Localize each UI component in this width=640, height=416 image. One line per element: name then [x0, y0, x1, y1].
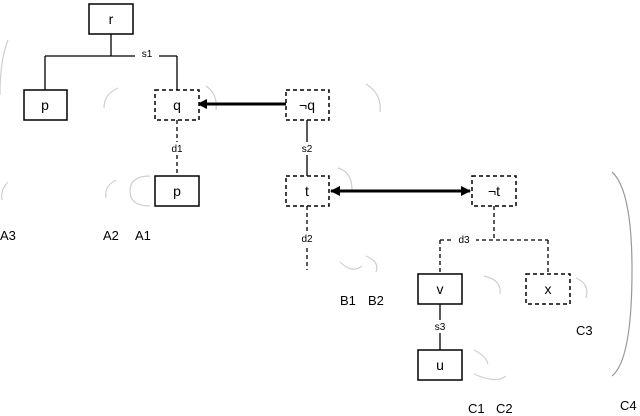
node-q[interactable]: q: [154, 89, 200, 121]
bracket-c1: [473, 349, 489, 365]
node-x[interactable]: x: [525, 273, 571, 305]
node-v[interactable]: v: [417, 273, 463, 305]
group-label-c3: C3: [576, 323, 593, 338]
bracket-q-right: [205, 85, 217, 111]
node-not-q[interactable]: ¬q: [285, 89, 330, 121]
bracket-a2-lower: [105, 179, 117, 199]
node-t-label: t: [305, 183, 309, 199]
group-label-b1: B1: [340, 293, 356, 308]
group-label-a2: A2: [103, 228, 119, 243]
bracket-x-right: [575, 277, 588, 299]
bracket-v-right: [483, 275, 501, 295]
edge-labels: s1 d1 s2 d2 d3 s3: [135, 47, 476, 333]
bracket-a3-left-lower: [1, 181, 9, 201]
group-label-c2: C2: [496, 401, 513, 416]
group-label-b2: B2: [368, 293, 384, 308]
node-not-t[interactable]: ¬t: [471, 175, 517, 207]
bracket-c2: [473, 373, 507, 381]
bracket-a3-left: [0, 39, 9, 96]
node-q-label: q: [173, 97, 181, 113]
edge-label-d1: d1: [171, 144, 183, 155]
bracket-notq-right: [365, 83, 381, 113]
bracket-a2-top: [103, 87, 119, 109]
node-x-label: x: [545, 281, 552, 297]
edge-label-s3: s3: [435, 322, 446, 333]
node-p-left-label: p: [41, 97, 49, 113]
bracket-b2: [365, 255, 378, 273]
group-labels: A3 A2 A1 B1 B2 C3 C1 C2 C4: [0, 228, 637, 416]
node-p-mid[interactable]: p: [154, 175, 200, 207]
bracket-a1: [129, 175, 151, 207]
bracket-b1: [339, 261, 363, 270]
node-p-left[interactable]: p: [23, 89, 68, 121]
node-r-label: r: [109, 11, 114, 27]
node-u[interactable]: u: [417, 349, 463, 381]
edge-label-d3: d3: [458, 235, 470, 246]
edge-label-s2: s2: [302, 144, 313, 155]
node-u-label: u: [436, 357, 444, 373]
group-brackets: [0, 39, 633, 381]
bracket-c4: [611, 171, 633, 377]
group-label-a1: A1: [135, 228, 151, 243]
node-r[interactable]: r: [88, 3, 134, 35]
bracket-t-right: [337, 167, 353, 191]
group-label-a3: A3: [0, 228, 16, 243]
node-not-t-label: ¬t: [488, 183, 500, 199]
edge-label-d2: d2: [301, 234, 313, 245]
node-t[interactable]: t: [285, 175, 330, 207]
attack-arrows: [197, 99, 471, 196]
node-p-mid-label: p: [173, 183, 181, 199]
node-not-q-label: ¬q: [299, 97, 315, 113]
group-label-c1: C1: [468, 401, 485, 416]
group-label-c4: C4: [620, 398, 637, 413]
node-v-label: v: [437, 281, 444, 297]
edge-label-s1: s1: [142, 49, 153, 60]
